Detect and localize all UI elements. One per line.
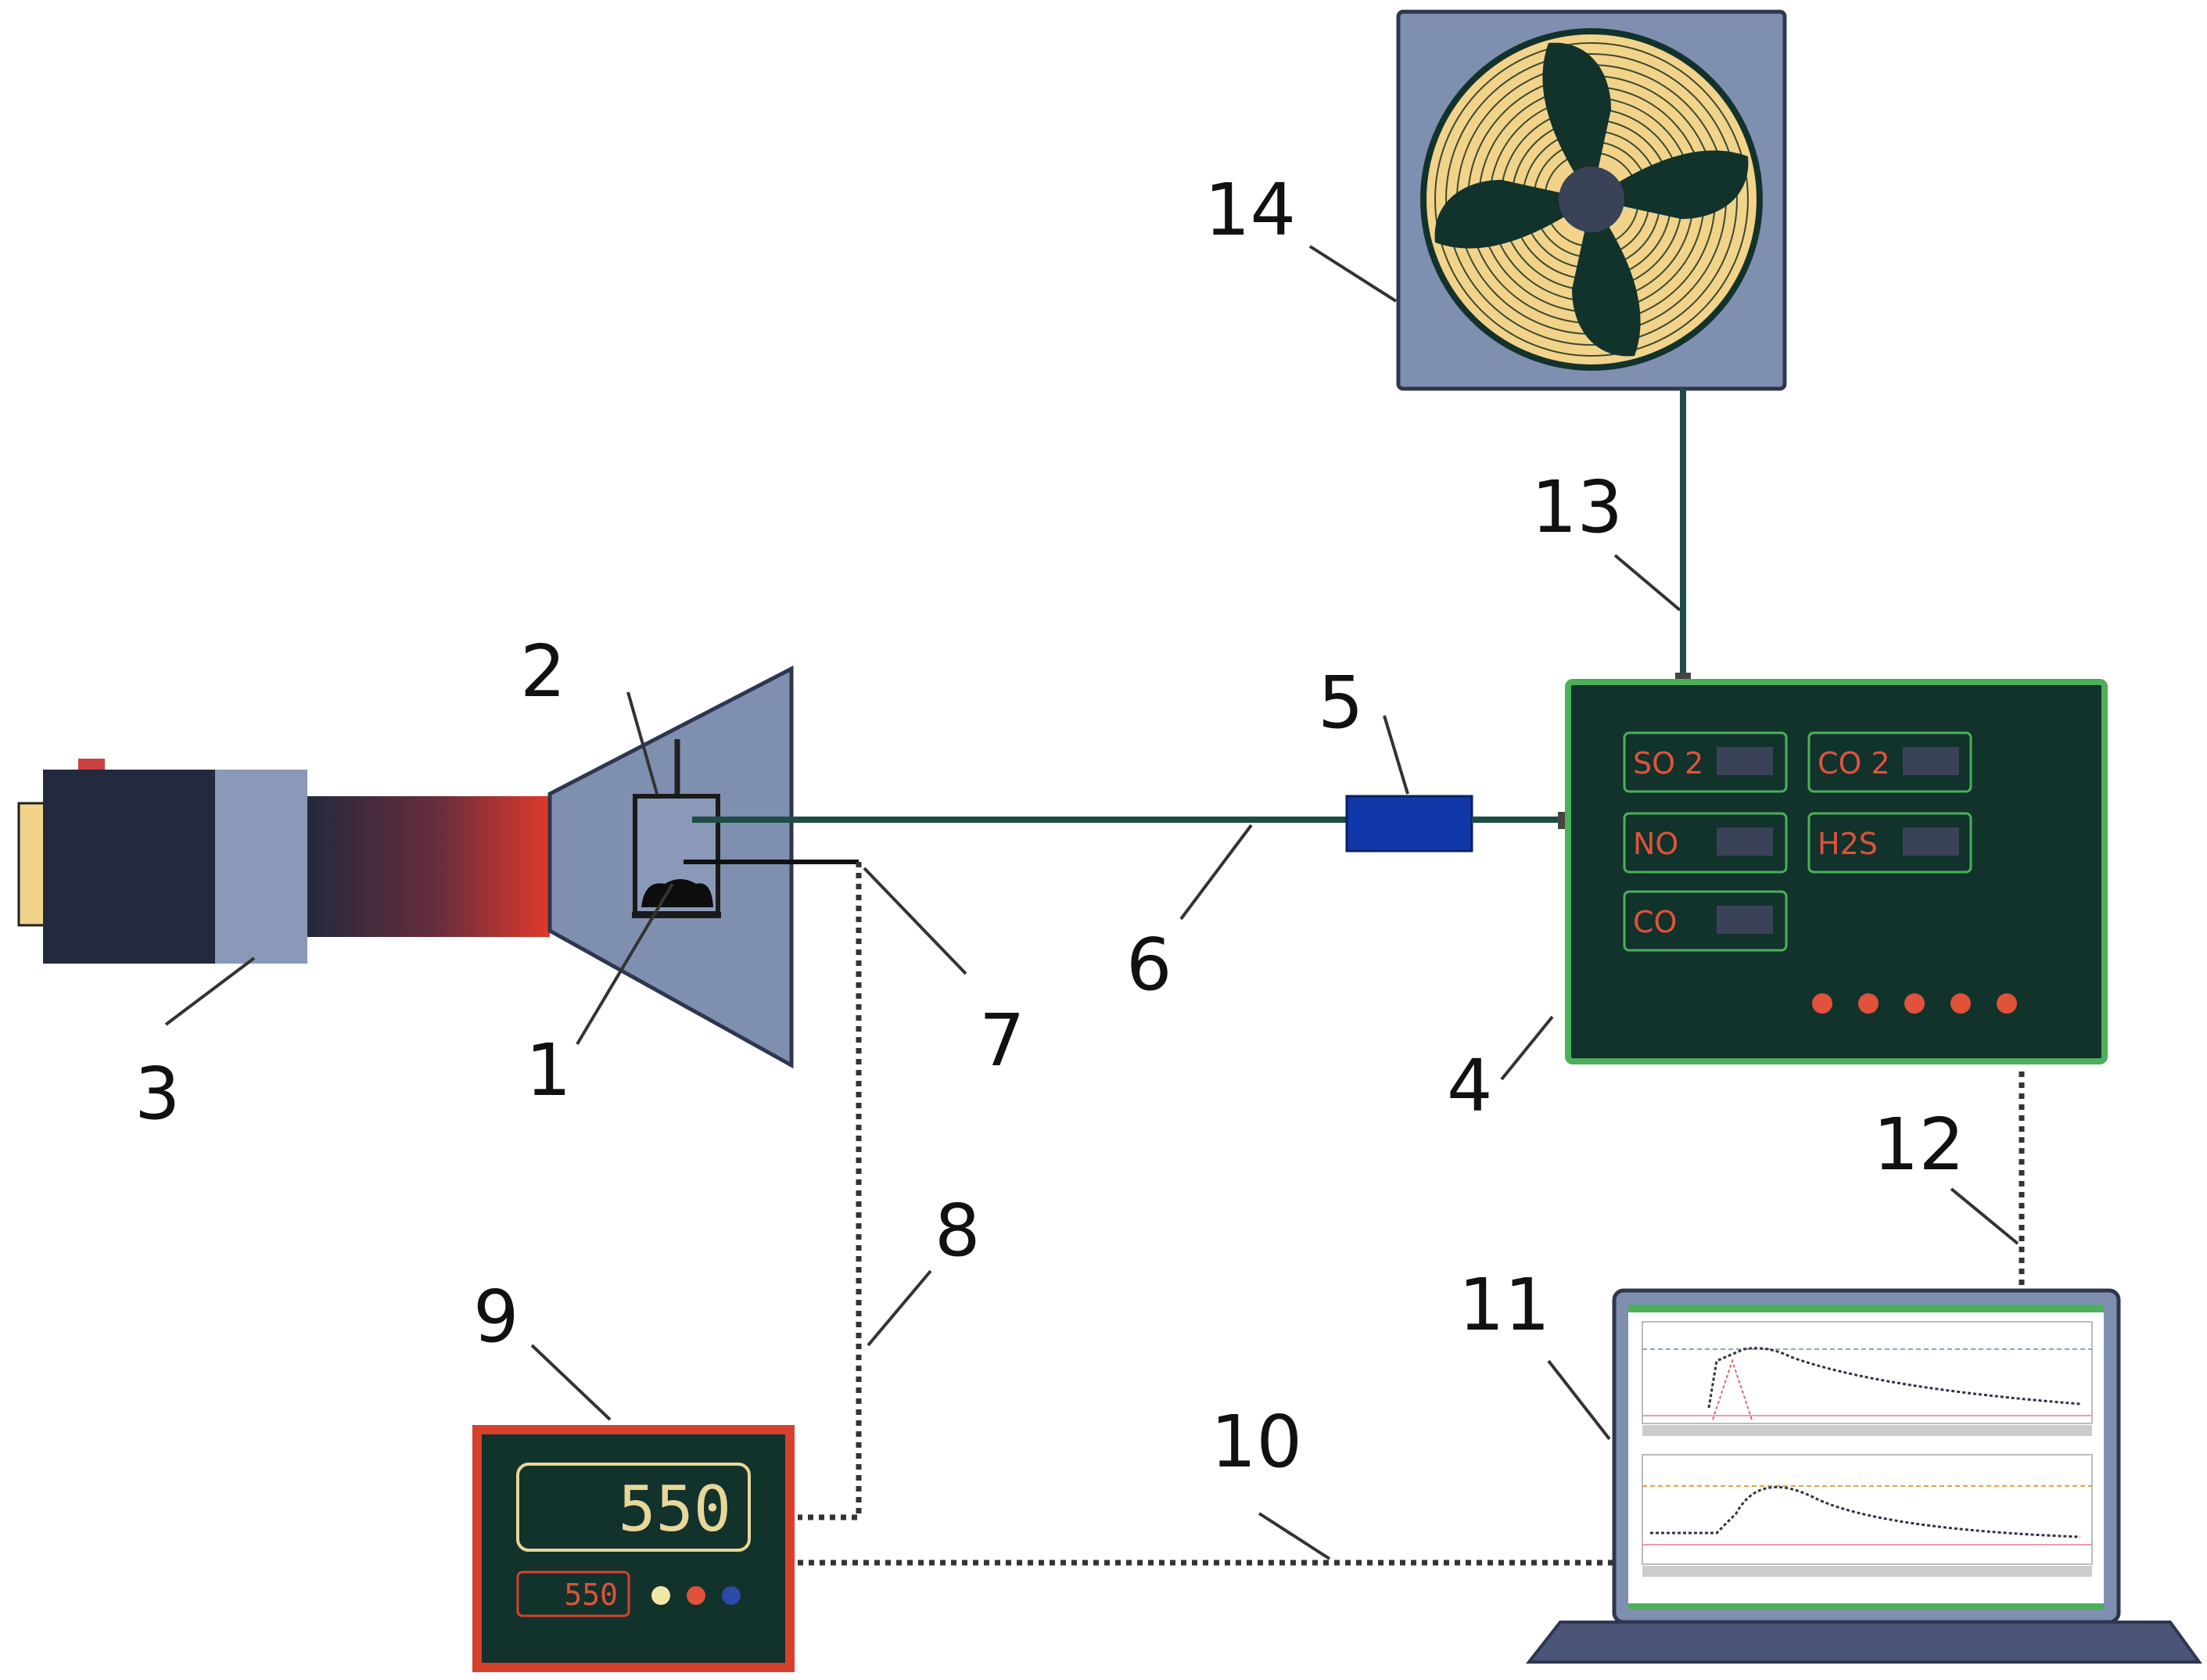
sample-holder	[632, 739, 721, 918]
indicator-light	[1950, 993, 1971, 1014]
label-2: 2	[520, 630, 566, 713]
leader-lines	[164, 245, 2019, 1560]
fan-ring	[1434, 42, 1749, 357]
infrared-heater	[17, 759, 550, 964]
label-6: 6	[1126, 923, 1172, 1007]
controller-indicator-lights	[651, 1586, 741, 1605]
channel-label: CO	[1633, 905, 1677, 939]
flue-gas-analyzer: SO 2 CO 2 NO H2S CO	[1565, 679, 2108, 1064]
temperature-controller: 550 550	[472, 1425, 795, 1672]
channel-no: NO	[1623, 812, 1788, 874]
thermocouple-wire	[798, 862, 862, 1520]
label-7: 7	[979, 999, 1025, 1082]
main-temperature-display: 550	[619, 1473, 732, 1545]
label-10: 10	[1211, 1400, 1302, 1484]
indicator-light	[1812, 993, 1832, 1014]
label-14: 14	[1204, 168, 1296, 252]
laptop-screen-plot-top	[1642, 1321, 2093, 1436]
indicator-lights	[1812, 993, 2017, 1014]
channel-co2: CO 2	[1807, 731, 1972, 793]
label-13: 13	[1531, 465, 1623, 549]
channel-label: SO 2	[1633, 746, 1703, 781]
controller-indicator-light	[651, 1586, 670, 1605]
label-4: 4	[1447, 1044, 1493, 1128]
filter	[1345, 795, 1473, 853]
label-12: 12	[1873, 1103, 1965, 1186]
channel-co: CO	[1623, 890, 1788, 952]
label-11: 11	[1459, 1263, 1550, 1347]
indicator-light	[1904, 993, 1925, 1014]
channel-label: NO	[1633, 827, 1678, 861]
channel-h2s: H2S	[1807, 812, 1972, 874]
indicator-light	[1858, 993, 1879, 1014]
setpoint-display: 550	[564, 1578, 618, 1612]
sample-pile	[641, 879, 713, 907]
channel-so2: SO 2	[1623, 731, 1788, 793]
label-9: 9	[473, 1275, 519, 1359]
label-5: 5	[1318, 661, 1364, 745]
fan-ring	[1445, 53, 1738, 346]
label-8: 8	[935, 1189, 981, 1273]
controller-indicator-light	[722, 1586, 741, 1605]
label-3: 3	[135, 1052, 181, 1136]
indicator-light	[1997, 993, 2017, 1014]
laptop-screen-plot-bottom	[1642, 1454, 2093, 1577]
laptop	[1525, 1288, 2202, 1664]
controller-indicator-light	[687, 1586, 705, 1605]
exhaust-fan	[1396, 9, 1787, 391]
label-1: 1	[526, 1028, 572, 1112]
channel-label: H2S	[1818, 827, 1878, 861]
channel-label: CO 2	[1818, 746, 1890, 781]
